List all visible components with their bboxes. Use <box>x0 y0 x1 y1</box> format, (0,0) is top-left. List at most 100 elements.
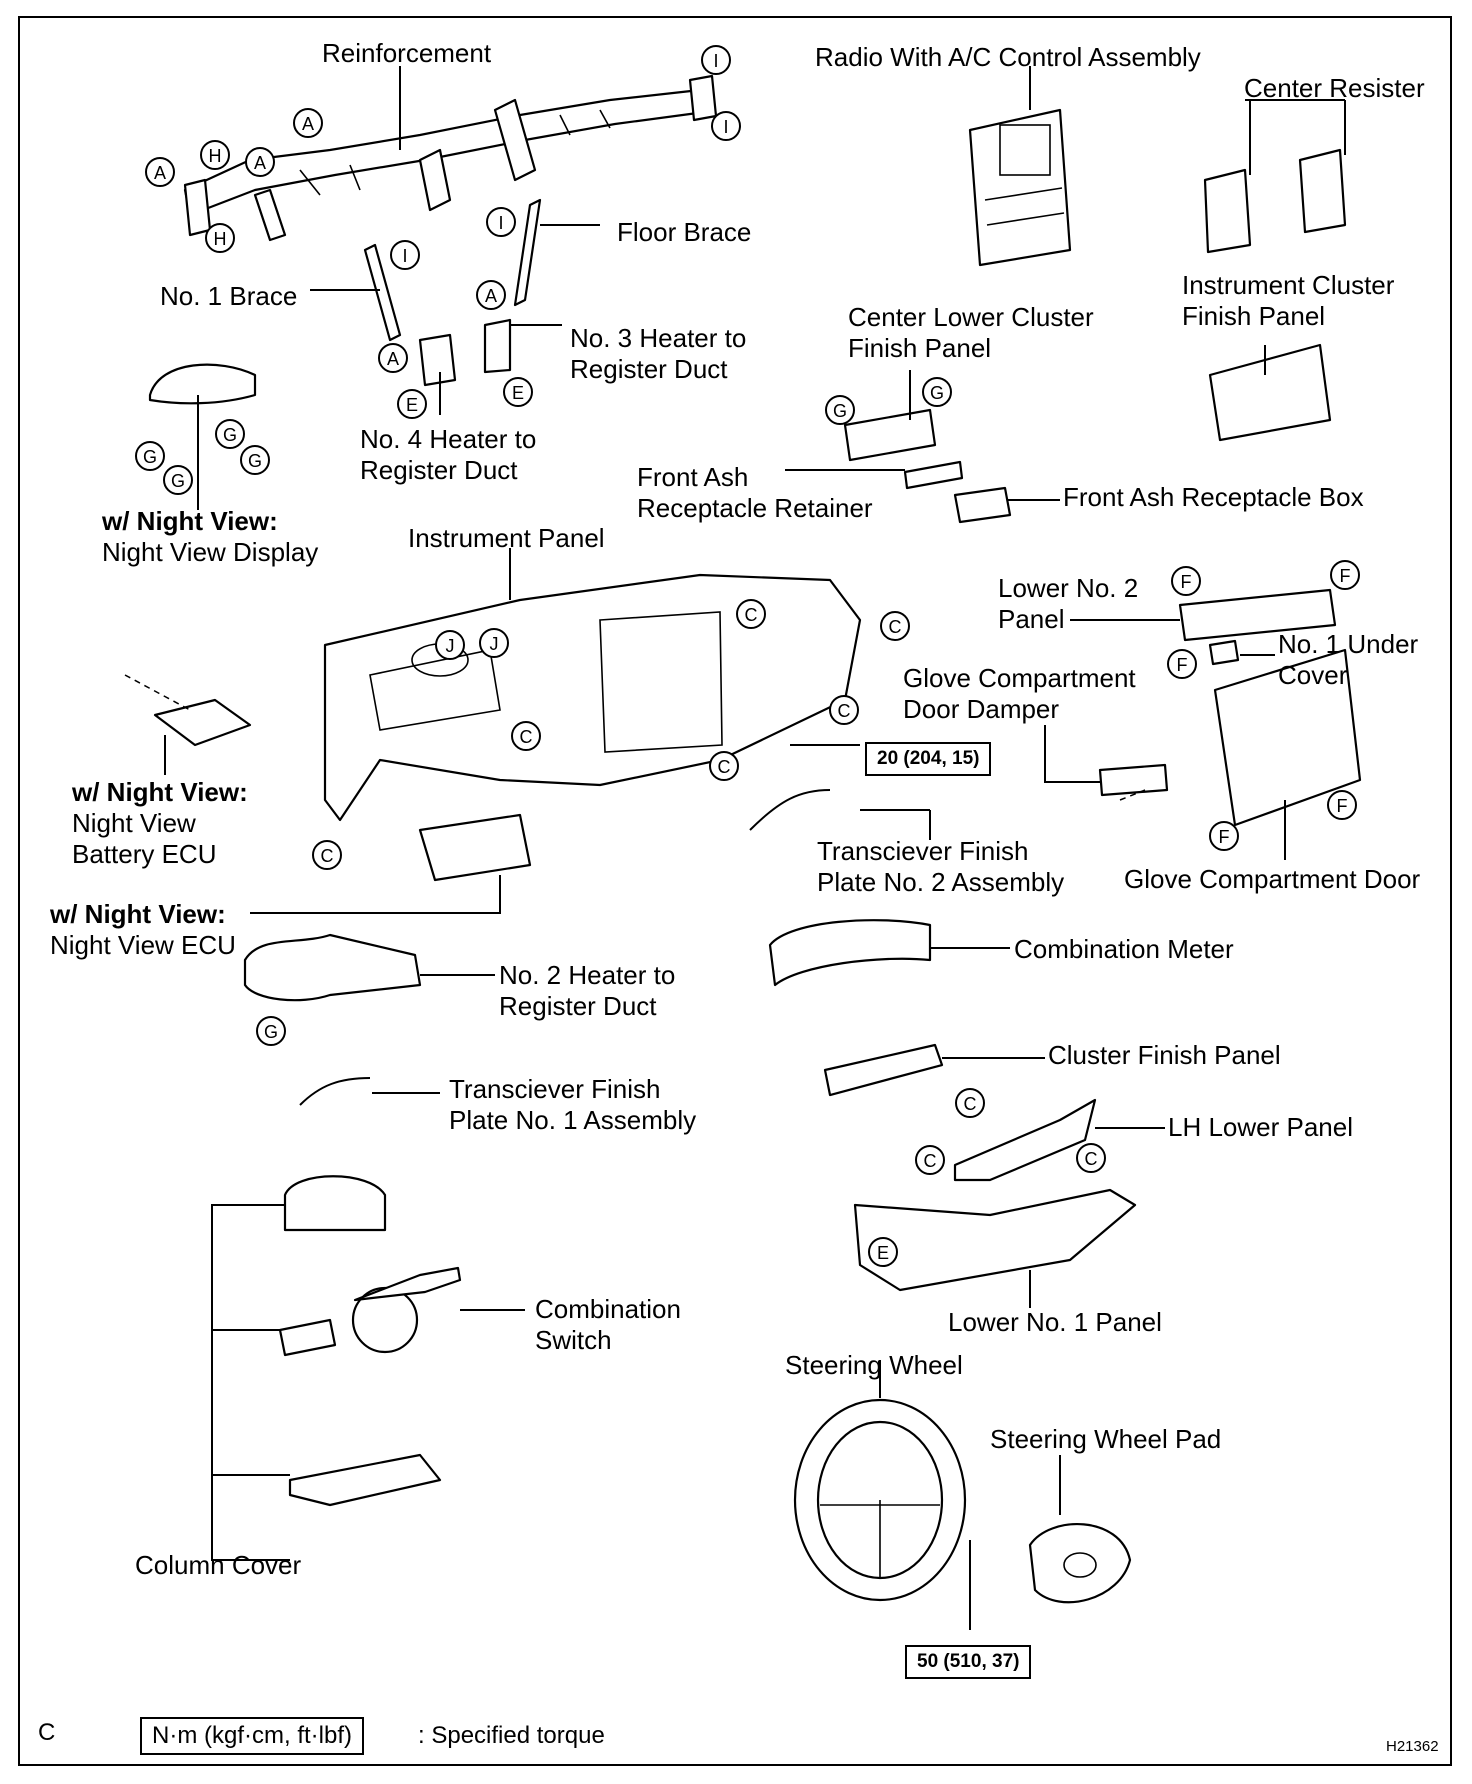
label-transceiver1-2: Plate No. 1 Assembly <box>449 1105 697 1135</box>
corner-letter: C <box>38 1719 56 1746</box>
torque-box-steering-nut: 50 (510, 37) <box>905 1645 1032 1679</box>
torque-box-panel-bolt: 20 (204, 15) <box>865 742 992 776</box>
clip-marker-letter: F <box>1340 566 1351 586</box>
clip-marker-letter: E <box>406 395 418 415</box>
clip-marker-letter: G <box>171 471 185 491</box>
clip-marker-letter: A <box>302 114 314 134</box>
clip-marker-g: G <box>215 419 245 449</box>
label-no1-brace: No. 1 Brace <box>160 281 298 311</box>
clip-marker-letter: A <box>387 349 399 369</box>
label-glove-damper-1: Glove Compartment <box>903 663 1136 693</box>
clip-marker-j: J <box>479 628 509 658</box>
clip-marker-f: F <box>1327 790 1357 820</box>
clip-marker-e: E <box>503 377 533 407</box>
night-view-display-part <box>148 363 257 405</box>
clip-marker-a: A <box>378 343 408 373</box>
label-battery-ecu-2: Night View <box>72 808 196 838</box>
lh-lower-panel-part <box>953 1098 1097 1182</box>
label-instrument-cluster-1: Instrument Cluster <box>1182 270 1395 300</box>
clip-marker-letter: C <box>889 617 902 637</box>
clip-marker-g: G <box>163 465 193 495</box>
clip-marker-letter: H <box>209 146 222 166</box>
clip-marker-c: C <box>829 695 859 725</box>
center-resister-right-part <box>1298 148 1347 234</box>
clip-marker-g: G <box>922 377 952 407</box>
label-center-lower-1: Center Lower Cluster <box>848 302 1094 332</box>
clip-marker-letter: I <box>498 213 503 233</box>
clip-marker-letter: A <box>254 153 266 173</box>
label-cluster-finish: Cluster Finish Panel <box>1048 1040 1281 1070</box>
label-lower-no2-1: Lower No. 2 <box>998 573 1139 603</box>
clip-marker-letter: A <box>485 286 497 306</box>
label-night-view-display-1: w/ Night View: <box>102 506 278 536</box>
no1-under-cover-part <box>1208 639 1240 666</box>
clip-marker-letter: C <box>964 1094 977 1114</box>
clip-marker-letter: J <box>490 634 499 654</box>
clip-marker-a: A <box>145 157 175 187</box>
clip-marker-letter: I <box>723 117 728 137</box>
label-no2-heater-1: No. 2 Heater to <box>499 960 676 990</box>
front-ash-receptacle-retainer-part <box>903 460 964 490</box>
clip-marker-f: F <box>1167 649 1197 679</box>
label-no3-heater-1: No. 3 Heater to <box>570 323 747 353</box>
no2-heater-duct-part <box>243 933 422 1002</box>
label-combination-switch-1: Combination <box>535 1294 681 1324</box>
clip-marker-letter: G <box>264 1022 278 1042</box>
clip-marker-letter: C <box>1085 1149 1098 1169</box>
label-no1-under-1: No. 1 Under <box>1278 629 1419 659</box>
label-radio: Radio With A/C Control Assembly <box>815 42 1201 72</box>
label-instrument-cluster-2: Finish Panel <box>1182 301 1326 331</box>
label-transceiver1-1: Transciever Finish <box>449 1074 661 1104</box>
clip-marker-letter: I <box>402 246 407 266</box>
label-transceiver2-1: Transciever Finish <box>817 836 1029 866</box>
clip-marker-letter: C <box>718 757 731 777</box>
label-steering-wheel-pad: Steering Wheel Pad <box>990 1424 1222 1454</box>
clip-marker-letter: A <box>154 163 166 183</box>
label-floor-brace: Floor Brace <box>617 217 752 247</box>
no3-heater-duct-part <box>483 318 512 374</box>
label-center-lower-2: Finish Panel <box>848 333 992 363</box>
clip-marker-e: E <box>868 1237 898 1267</box>
label-battery-ecu-1: w/ Night View: <box>72 777 248 807</box>
label-transceiver2-2: Plate No. 2 Assembly <box>817 867 1065 897</box>
center-lower-cluster-finish-panel-part <box>843 408 937 462</box>
clip-marker-g: G <box>825 395 855 425</box>
label-no1-under-2: Cover <box>1278 660 1348 690</box>
clip-marker-letter: F <box>1219 827 1230 847</box>
label-combination-switch-2: Switch <box>535 1325 612 1355</box>
label-lh-lower: LH Lower Panel <box>1168 1112 1353 1142</box>
label-battery-ecu-3: Battery ECU <box>72 839 217 869</box>
transceiver-plate-1-part <box>299 1077 371 1106</box>
label-no2-heater-2: Register Duct <box>499 991 657 1021</box>
label-night-view-ecu-1: w/ Night View: <box>50 899 226 929</box>
label-front-ash-box: Front Ash Receptacle Box <box>1063 482 1364 512</box>
floor-brace-part <box>513 198 542 307</box>
clip-marker-c: C <box>915 1145 945 1175</box>
clip-marker-a: A <box>476 280 506 310</box>
front-ash-receptacle-box-part <box>953 486 1012 524</box>
no4-heater-duct-part <box>418 333 457 387</box>
column-cover-lower-part <box>288 1453 442 1507</box>
clip-marker-letter: G <box>930 383 944 403</box>
label-glove-door: Glove Compartment Door <box>1124 864 1421 894</box>
legend-torque-text: : Specified torque <box>418 1722 605 1749</box>
combination-meter-part <box>768 919 932 987</box>
label-no3-heater-2: Register Duct <box>570 354 728 384</box>
clip-marker-letter: G <box>143 447 157 467</box>
night-view-ecu-part <box>418 813 532 882</box>
label-night-view-ecu-2: Night View ECU <box>50 930 236 960</box>
clip-marker-a: A <box>293 108 323 138</box>
clip-marker-g: G <box>256 1016 286 1046</box>
label-glove-damper-2: Door Damper <box>903 694 1060 724</box>
clip-marker-g: G <box>135 441 165 471</box>
clip-marker-c: C <box>312 840 342 870</box>
diagram-frame <box>18 16 1452 1766</box>
clip-marker-letter: F <box>1337 796 1348 816</box>
clip-marker-letter: C <box>520 727 533 747</box>
clip-marker-g: G <box>240 445 270 475</box>
instrument-cluster-finish-panel-part <box>1208 343 1332 442</box>
label-no4-heater-2: Register Duct <box>360 455 518 485</box>
clip-marker-letter: J <box>446 636 455 656</box>
